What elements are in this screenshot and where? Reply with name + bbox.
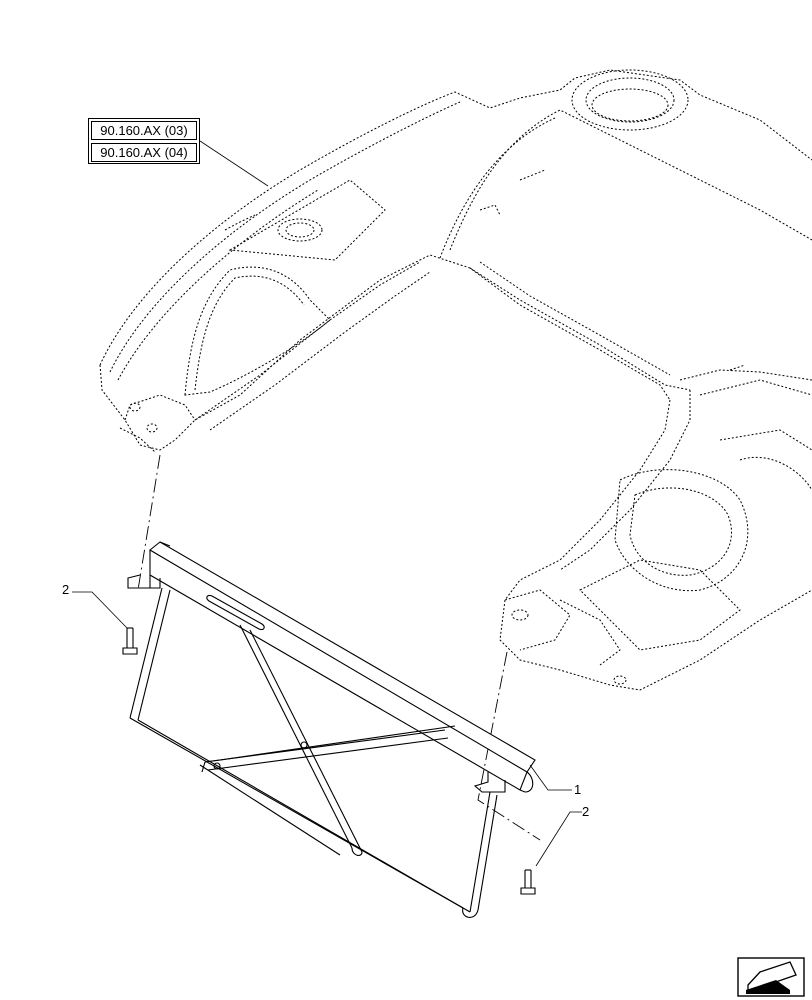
callout-2-right: 2: [582, 804, 590, 819]
callout-1: 1: [574, 782, 582, 797]
reference-link-03[interactable]: 90.160.AX (03): [91, 121, 197, 140]
reference-leader-line: [199, 140, 269, 187]
next-page-arrow-icon[interactable]: [737, 957, 805, 997]
right-mount-centerline: [477, 651, 541, 841]
callout-1-leader: [529, 764, 572, 791]
callout-2-left-leader: [72, 591, 128, 629]
callout-2-left: 2: [62, 582, 70, 597]
part-frame: [127, 541, 536, 918]
screw-left: [122, 627, 138, 655]
left-mount-centerline: [137, 454, 161, 591]
screw-right: [520, 869, 536, 895]
reference-link-04[interactable]: 90.160.AX (04): [91, 143, 197, 162]
callout-2-right-leader: [535, 811, 582, 867]
cab-structure: [99, 69, 812, 691]
